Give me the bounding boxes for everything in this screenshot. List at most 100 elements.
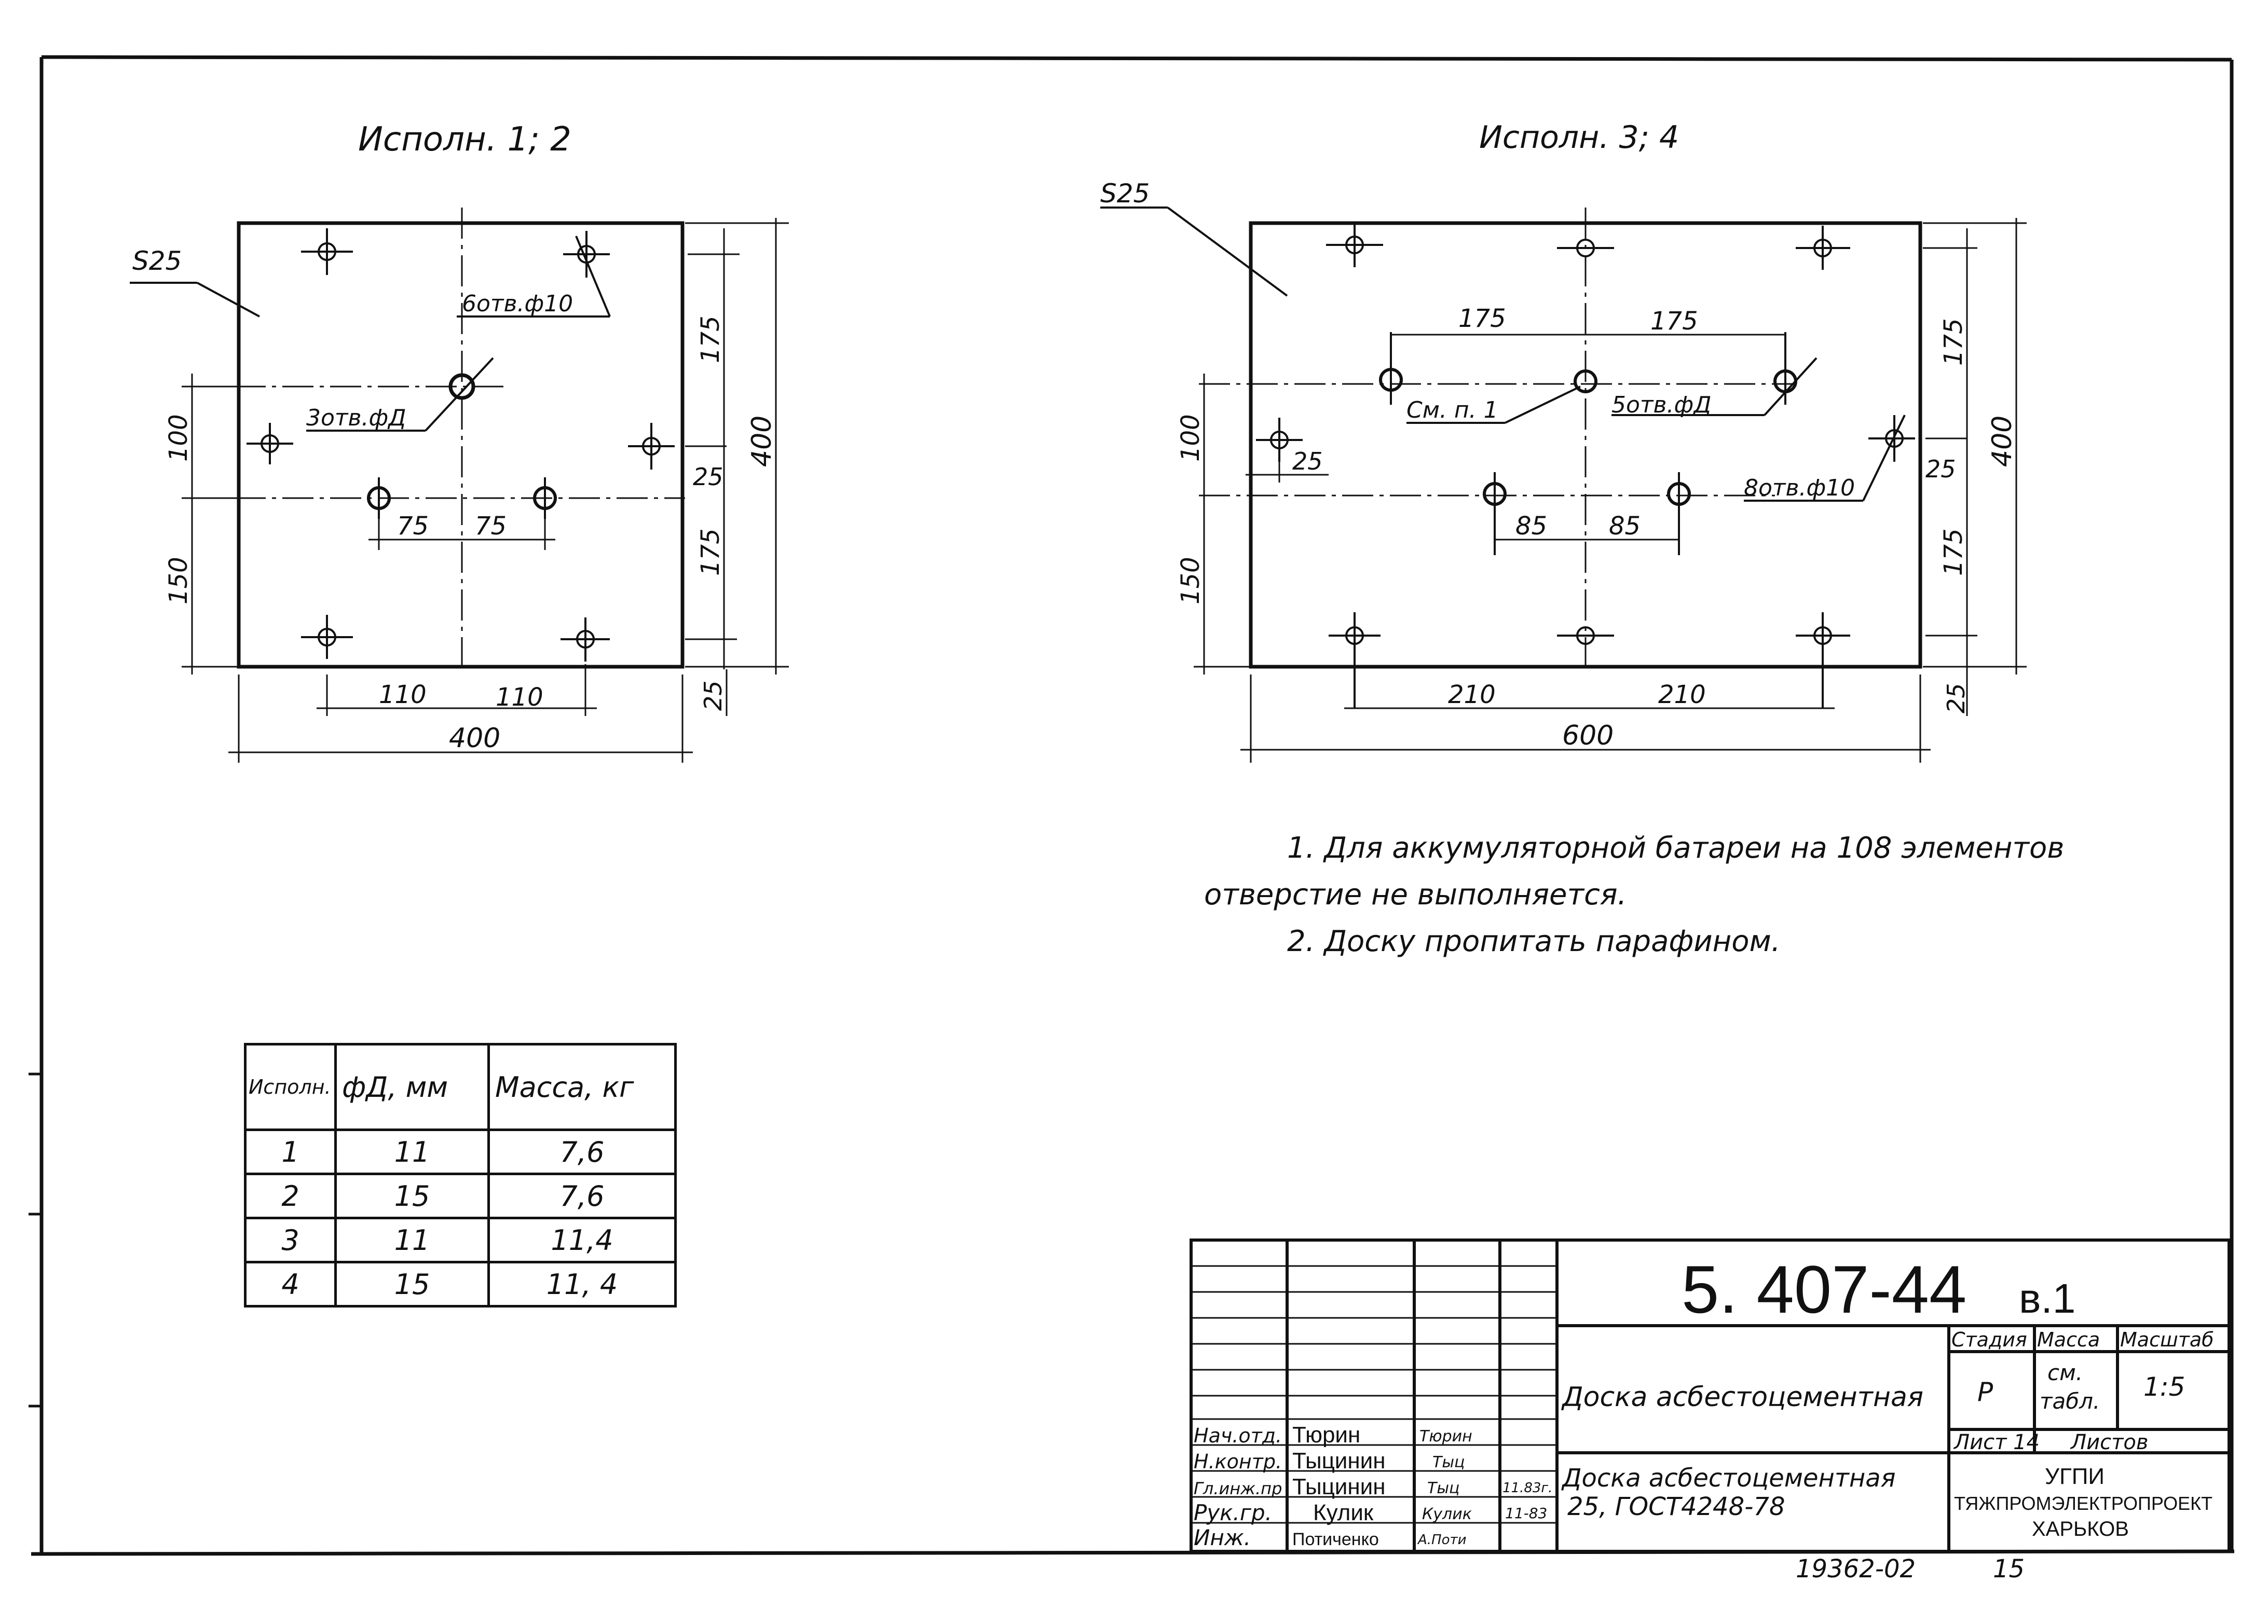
table-header-row: Исполн. фД, мм Масса, кг xyxy=(244,1043,677,1131)
table-cell: 1 xyxy=(244,1128,337,1175)
material-line-2: 25, ГОСТ4248-78 xyxy=(1567,1492,1785,1521)
sheet-frame xyxy=(29,55,2235,1556)
dim-right-25-mid: 25 xyxy=(1925,455,1956,483)
signer-name: Кулик xyxy=(1313,1500,1374,1525)
dim-right-175-bot: 175 xyxy=(1939,528,1968,576)
dim-left-110-b: 110 xyxy=(496,683,543,712)
col-header-diameter: фД, мм xyxy=(334,1043,490,1131)
hole-mark xyxy=(1379,332,1403,405)
stage-label: Стадия xyxy=(1951,1328,2027,1351)
dim-right-210-b: 210 xyxy=(1658,680,1706,709)
hole-mark xyxy=(1329,612,1381,708)
hole-mark xyxy=(1557,626,1614,645)
signer-role: Инж. xyxy=(1194,1525,1251,1550)
hole-mark xyxy=(1773,332,1797,405)
dim-left-25-mid: 25 xyxy=(693,463,723,491)
table-row: 1 11 7,6 xyxy=(244,1128,677,1175)
signer-sign: Кулик xyxy=(1422,1505,1472,1523)
sheets-label: Листов xyxy=(2070,1430,2148,1454)
dim-left-75-a: 75 xyxy=(397,512,429,541)
mass-table: Исполн. фД, мм Масса, кг 1 11 7,6 2 15 7… xyxy=(244,1043,677,1308)
note-2: 2. Доску пропитать парафином. xyxy=(1287,925,1781,958)
hole-mark xyxy=(1574,369,1597,393)
dim-right-85-b: 85 xyxy=(1609,512,1641,541)
org-line-2: ТЯЖПРОМЭЛЕКТРОПРОЕКТ xyxy=(1954,1493,2212,1514)
dim-left-400-right: 400 xyxy=(746,416,777,467)
hole-mark xyxy=(1256,418,1303,462)
signer-role: Гл.инж.пр xyxy=(1194,1479,1282,1498)
table-cell: 11 xyxy=(334,1217,490,1263)
hole-mark xyxy=(533,477,557,519)
hole-mark xyxy=(1557,239,1614,257)
mass-value-1: см. xyxy=(2047,1360,2083,1385)
hole-mark xyxy=(1483,472,1507,555)
hole-mark xyxy=(1796,612,1850,708)
signer-sign: Тыц xyxy=(1427,1479,1459,1497)
signer-name: Тыцинин xyxy=(1292,1474,1386,1499)
mass-value-2: табл. xyxy=(2040,1388,2100,1414)
stage-value: Р xyxy=(1977,1377,1993,1407)
dim-right-400: 400 xyxy=(1987,416,2018,467)
left-view: Исполн. 1; 2 S25 xyxy=(130,120,789,763)
left-holes-3-label: 3отв.фД xyxy=(306,405,406,431)
right-material-label: S25 xyxy=(1100,178,1150,209)
mass-label: Масса xyxy=(2037,1328,2100,1351)
dim-right-150: 150 xyxy=(1176,557,1205,604)
table-cell: 7,6 xyxy=(487,1173,677,1219)
left-holes xyxy=(247,228,675,662)
dim-left-150: 150 xyxy=(164,557,193,604)
dim-right-100: 100 xyxy=(1176,414,1205,462)
signer-name: Потиченко xyxy=(1292,1530,1379,1549)
right-view: Исполн. 3; 4 xyxy=(1100,119,2027,763)
note-1-line-2: отверстие не выполняется. xyxy=(1204,878,1627,912)
table-cell: 3 xyxy=(244,1217,337,1263)
signer-role: Нач.отд. xyxy=(1194,1424,1282,1447)
left-material-label: S25 xyxy=(132,246,182,276)
table-cell: 2 xyxy=(244,1173,337,1219)
hole-mark xyxy=(301,228,353,275)
material-line-1: Доска асбестоцементная xyxy=(1561,1464,1896,1493)
table-row: 3 11 11,4 xyxy=(244,1217,677,1263)
table-row: 4 15 11, 4 xyxy=(244,1261,677,1308)
table-cell: 15 xyxy=(334,1261,490,1308)
hole-mark xyxy=(563,231,610,278)
left-holes-6-label: 6отв.ф10 xyxy=(462,291,573,317)
hole-mark xyxy=(1326,223,1383,267)
dim-right-85-a: 85 xyxy=(1515,512,1547,541)
table-cell: 4 xyxy=(244,1261,337,1308)
doc-suffix: в.1 xyxy=(2019,1275,2075,1322)
hole-mark xyxy=(247,423,293,464)
dim-right-25-bot: 25 xyxy=(1942,683,1970,713)
right-cm-note: См. п. 1 xyxy=(1406,397,1498,423)
table-cell: 11 xyxy=(334,1128,490,1175)
dim-left-75-b: 75 xyxy=(475,512,507,541)
signer-sign: Тыц xyxy=(1432,1453,1465,1471)
note-1-line-1: 1. Для аккумуляторной батареи на 108 эле… xyxy=(1287,831,2065,865)
notes-block: 1. Для аккумуляторной батареи на 108 эле… xyxy=(1204,825,2164,965)
signer-sign: А.Поти xyxy=(1417,1532,1467,1548)
signer-name: Тыцинин xyxy=(1292,1448,1386,1474)
table-row: 2 15 7,6 xyxy=(244,1173,677,1219)
col-header-variant: Исполн. xyxy=(244,1043,337,1131)
hole-mark xyxy=(561,617,610,662)
hole-mark xyxy=(1868,415,1915,462)
hole-mark xyxy=(1667,472,1691,555)
doc-number: 5. 407-44 xyxy=(1682,1251,1966,1327)
dim-left-110-a: 110 xyxy=(379,680,427,709)
dim-right-175-b: 175 xyxy=(1650,307,1698,336)
scale-label: Масштаб xyxy=(2120,1328,2214,1351)
signer-date: 11-83 xyxy=(1505,1505,1547,1522)
scale-value: 1:5 xyxy=(2143,1372,2185,1402)
right-holes-8-label: 8отв.ф10 xyxy=(1744,475,1855,501)
signer-role: Рук.гр. xyxy=(1194,1500,1272,1525)
dim-right-175-top: 175 xyxy=(1939,318,1968,366)
col-header-mass: Масса, кг xyxy=(487,1043,677,1131)
table-cell: 11,4 xyxy=(487,1217,677,1263)
hole-mark xyxy=(367,477,391,519)
sheet-label: Лист 14 xyxy=(1953,1430,2040,1454)
dim-right-175-a: 175 xyxy=(1458,304,1506,333)
dim-left-400-bottom: 400 xyxy=(449,723,500,754)
table-cell: 11, 4 xyxy=(487,1261,677,1308)
signer-role: Н.контр. xyxy=(1194,1450,1282,1473)
